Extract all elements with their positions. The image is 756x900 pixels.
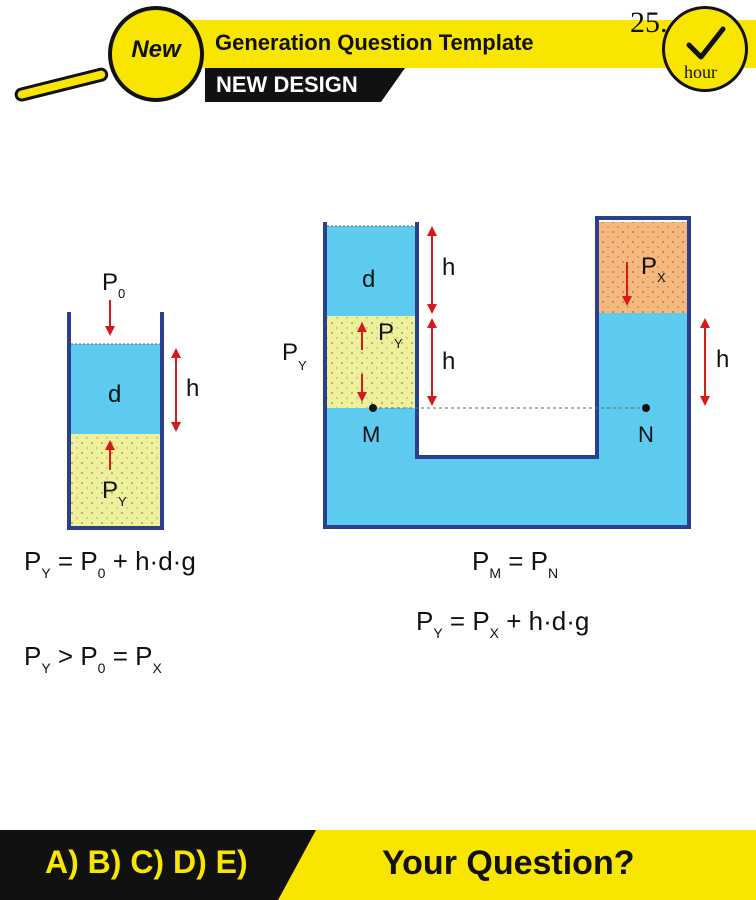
u-right-gas: [599, 222, 687, 313]
clock-unit: hour: [684, 62, 717, 82]
u-tube-wall: [323, 216, 691, 529]
u-liquid-label: d: [362, 266, 375, 293]
left-height-label: h: [186, 375, 199, 402]
equation-left-1: PY = P0 + h·d·g: [24, 546, 196, 581]
page-title: Generation Question Template: [215, 30, 534, 55]
point-m-dot: [369, 404, 377, 412]
point-m-label: M: [362, 422, 380, 447]
left-p0-label: P0: [102, 269, 125, 301]
footer-options-band: [0, 830, 316, 900]
pressure-diagram: P0 d h PY d h h h PY PY PX M N PY = P0 +…: [24, 216, 729, 676]
u-px-label: PX: [641, 253, 666, 285]
left-tube-gas: [71, 434, 160, 527]
page-subtitle: NEW DESIGN: [216, 72, 358, 97]
left-liquid-label: d: [108, 381, 121, 408]
u-bottom-liquid: [415, 455, 599, 525]
left-tube-liquid: [71, 344, 160, 434]
u-height-label-1: h: [442, 254, 455, 281]
clock-number: 25.: [630, 6, 668, 39]
subheader-band: [205, 68, 405, 102]
u-right-liquid: [599, 313, 687, 525]
new-badge: New: [131, 36, 181, 63]
u-left-liquid: [327, 226, 415, 316]
u-py-label: PY: [378, 319, 403, 351]
equation-right-1: PM = PN: [472, 546, 558, 581]
question-text: Your Question?: [382, 844, 635, 882]
answer-options: A) B) C) D) E): [45, 844, 248, 880]
header-band: [150, 20, 756, 68]
point-n-dot: [642, 404, 650, 412]
u-height-label-2: h: [442, 348, 455, 375]
u-py-side-label: PY: [282, 339, 307, 373]
u-left-gas: [327, 316, 415, 408]
left-tube-wall: [67, 312, 164, 530]
checkmark-icon: [686, 26, 726, 60]
equation-left-2: PY > P0 = PX: [24, 641, 162, 676]
left-py-label: PY: [102, 477, 127, 509]
equation-right-2: PY = PX + h·d·g: [416, 606, 589, 641]
magnifier-icon: [108, 6, 204, 102]
u-height-label-right: h: [716, 346, 729, 373]
point-n-label: N: [638, 422, 654, 447]
clock-icon: [662, 6, 748, 92]
u-left-lower-liquid: [327, 408, 415, 525]
